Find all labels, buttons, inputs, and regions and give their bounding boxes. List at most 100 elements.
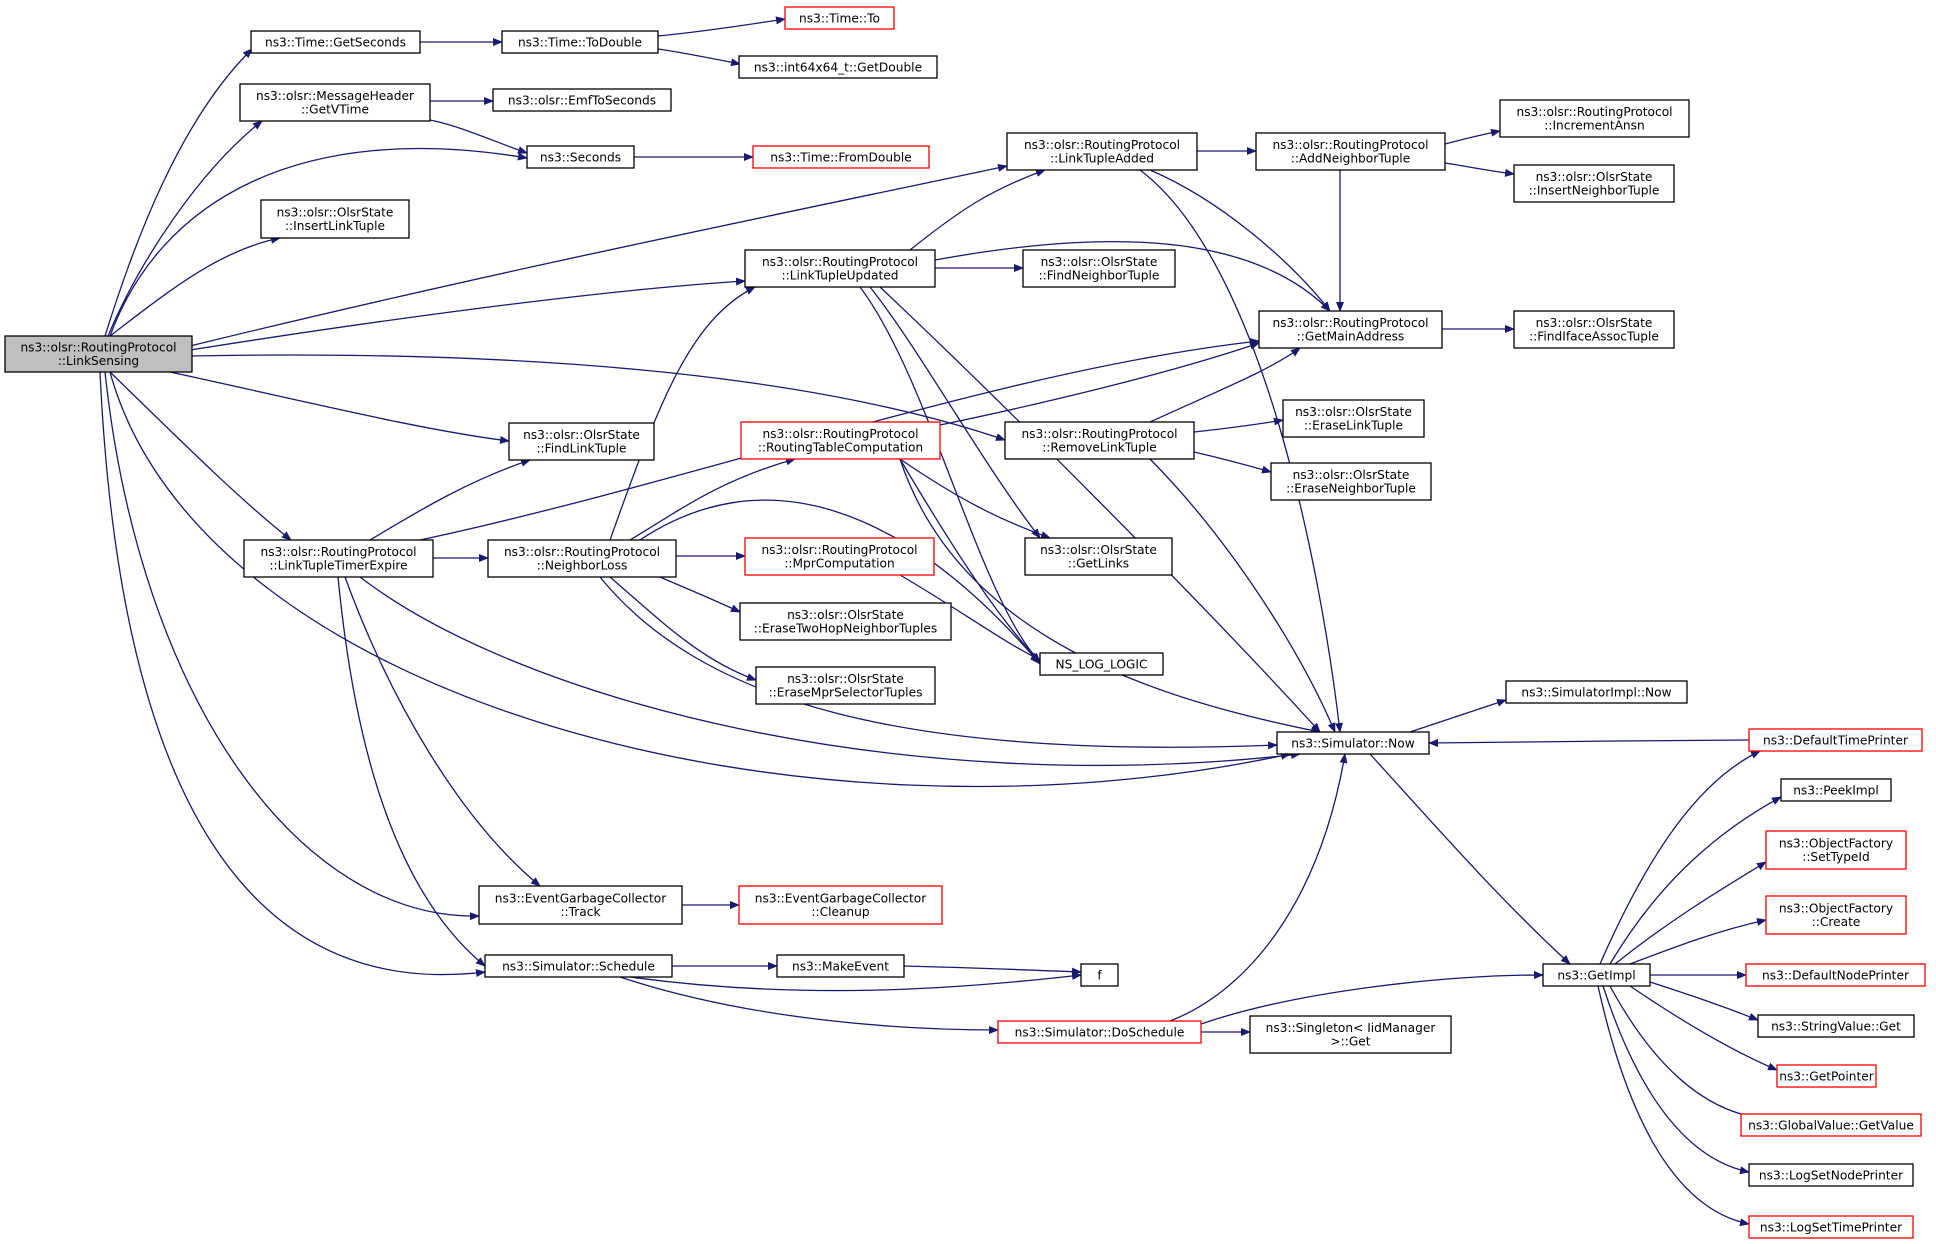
- node-incrementansn[interactable]: ns3::olsr::RoutingProtocol::IncrementAns…: [1499, 99, 1690, 138]
- node-label: ns3::ObjectFactory: [1779, 837, 1893, 851]
- node-label: ::EraseLinkTuple: [1304, 419, 1403, 433]
- edge-removelinktuple-to-simnow: [1149, 458, 1336, 733]
- node-mprcomputation[interactable]: ns3::olsr::RoutingProtocol::MprComputati…: [744, 537, 935, 576]
- node-todouble[interactable]: ns3::Time::ToDouble: [501, 30, 659, 54]
- edge-root-to-getseconds: [104, 48, 253, 337]
- node-label: ns3::DefaultTimePrinter: [1763, 733, 1909, 747]
- node-label: ns3::olsr::OlsrState: [1293, 468, 1410, 482]
- node-linktupleupdated[interactable]: ns3::olsr::RoutingProtocol::LinkTupleUpd…: [744, 249, 936, 288]
- node-routingtablecomputation[interactable]: ns3::olsr::RoutingProtocol::RoutingTable…: [740, 421, 941, 460]
- node-getseconds[interactable]: ns3::Time::GetSeconds: [250, 30, 421, 54]
- node-findneighbortuple[interactable]: ns3::olsr::OlsrState::FindNeighborTuple: [1022, 249, 1176, 288]
- edge-getimpl-to-ofcreate: [1629, 918, 1767, 965]
- node-getmainaddress[interactable]: ns3::olsr::RoutingProtocol::GetMainAddre…: [1258, 310, 1443, 349]
- node-label: ns3::olsr::OlsrState: [1041, 255, 1158, 269]
- node-label: ns3::PeekImpl: [1793, 783, 1879, 797]
- node-makeevent[interactable]: ns3::MakeEvent: [776, 954, 905, 978]
- node-label: ns3::GetImpl: [1557, 968, 1635, 982]
- node-schedule[interactable]: ns3::Simulator::Schedule: [484, 954, 673, 978]
- node-box: [1505, 680, 1688, 704]
- edge-routingtablecomputation-to-simnow: [899, 458, 1321, 735]
- node-label: >::Get: [1330, 1035, 1370, 1049]
- node-simnow[interactable]: ns3::Simulator::Now: [1276, 731, 1430, 755]
- node-emftoseconds[interactable]: ns3::olsr::EmfToSeconds: [492, 88, 672, 112]
- node-getdouble[interactable]: ns3::int64x64_t::GetDouble: [738, 55, 938, 79]
- edge-root-to-linktupleupdated: [189, 277, 746, 351]
- node-logsettimeprinter[interactable]: ns3::LogSetTimePrinter: [1748, 1215, 1914, 1239]
- edge-linktupleadded-to-getmainaddress: [1149, 169, 1331, 312]
- edge-routingtablecomputation-to-getmainaddress: [939, 342, 1260, 426]
- node-box: [4, 335, 193, 373]
- node-ofcreate[interactable]: ns3::ObjectFactory::Create: [1765, 895, 1907, 935]
- node-box: [1249, 1015, 1452, 1054]
- node-neighborloss[interactable]: ns3::olsr::RoutingProtocol::NeighborLoss: [487, 539, 677, 578]
- edge-root-to-findlinktuple: [169, 371, 510, 444]
- edge-root-to-linktupletimerexpire: [109, 371, 292, 541]
- node-box: [740, 421, 941, 460]
- node-timeto[interactable]: ns3::Time::To: [784, 6, 895, 30]
- node-eraseneighbortuple[interactable]: ns3::olsr::OlsrState::EraseNeighborTuple: [1270, 462, 1432, 501]
- node-label: ns3::olsr::RoutingProtocol: [1272, 138, 1428, 152]
- node-seconds[interactable]: ns3::Seconds: [526, 145, 635, 169]
- node-label: ::LinkTupleTimerExpire: [269, 559, 407, 573]
- node-label: ns3::GetPointer: [1779, 1069, 1875, 1083]
- node-label: ns3::MakeEvent: [792, 959, 889, 973]
- node-box: [744, 537, 935, 576]
- node-getimpl[interactable]: ns3::GetImpl: [1542, 963, 1651, 987]
- node-insertneighbortuple[interactable]: ns3::olsr::OlsrState::InsertNeighborTupl…: [1513, 164, 1675, 203]
- node-label: ns3::olsr::OlsrState: [787, 672, 904, 686]
- node-erasetwohop[interactable]: ns3::olsr::OlsrState::EraseTwoHopNeighbo…: [739, 602, 952, 641]
- node-defaultnodeprinter[interactable]: ns3::DefaultNodePrinter: [1745, 963, 1926, 987]
- edge-simnow-to-getimpl: [1369, 753, 1571, 965]
- node-erasemprselector[interactable]: ns3::olsr::OlsrState::EraseMprSelectorTu…: [755, 666, 936, 705]
- node-linktupleadded[interactable]: ns3::olsr::RoutingProtocol::LinkTupleAdd…: [1006, 132, 1198, 171]
- node-findlinktuple[interactable]: ns3::olsr::OlsrState::FindLinkTuple: [508, 422, 655, 461]
- node-singletonget[interactable]: ns3::Singleton< IidManager >::Get: [1249, 1015, 1452, 1054]
- node-doschedule[interactable]: ns3::Simulator::DoSchedule: [997, 1020, 1202, 1044]
- node-label: ::GetVTime: [301, 103, 369, 117]
- edge-neighborloss-to-nslog: [639, 499, 1041, 665]
- node-box: [755, 666, 936, 705]
- node-getpointer[interactable]: ns3::GetPointer: [1776, 1064, 1877, 1088]
- node-box: [1765, 830, 1907, 870]
- node-box: [239, 83, 431, 122]
- node-addneighbortuple[interactable]: ns3::olsr::RoutingProtocol::AddNeighborT…: [1255, 132, 1446, 171]
- node-box: [1757, 1014, 1915, 1038]
- node-f[interactable]: f: [1080, 963, 1119, 987]
- node-removelinktuple[interactable]: ns3::olsr::RoutingProtocol::RemoveLinkTu…: [1004, 421, 1195, 460]
- node-label: ::InsertLinkTuple: [285, 219, 385, 233]
- edge-getimpl-to-peekimpl: [1609, 796, 1782, 965]
- edges-layer: [99, 16, 1782, 1227]
- node-simimplnow[interactable]: ns3::SimulatorImpl::Now: [1505, 680, 1688, 704]
- node-label: ns3::olsr::RoutingProtocol: [1024, 138, 1180, 152]
- edge-root-to-simnow: [109, 371, 1291, 788]
- node-label: ::FindIfaceAssocTuple: [1529, 330, 1659, 344]
- node-box: [1745, 963, 1926, 987]
- node-box: [250, 30, 421, 54]
- nodes-layer: ns3::olsr::RoutingProtocol::LinkSensingn…: [4, 6, 1926, 1239]
- node-peekimpl[interactable]: ns3::PeekImpl: [1780, 778, 1892, 802]
- node-track[interactable]: ns3::EventGarbageCollector::Track: [478, 885, 683, 925]
- node-eraselinktuple[interactable]: ns3::olsr::OlsrState::EraseLinkTuple: [1282, 399, 1425, 438]
- node-box: [243, 539, 434, 578]
- node-nslog[interactable]: NS_LOG_LOGIC: [1039, 652, 1164, 676]
- node-getvtime[interactable]: ns3::olsr::MessageHeader::GetVTime: [239, 83, 431, 122]
- node-stringvalueget[interactable]: ns3::StringValue::Get: [1757, 1014, 1915, 1038]
- node-box: [492, 88, 672, 112]
- node-fromdouble[interactable]: ns3::Time::FromDouble: [752, 145, 930, 169]
- node-root[interactable]: ns3::olsr::RoutingProtocol::LinkSensing: [4, 335, 193, 373]
- node-globalvalueget[interactable]: ns3::GlobalValue::GetValue: [1740, 1113, 1922, 1137]
- node-insertlinktuple[interactable]: ns3::olsr::OlsrState::InsertLinkTuple: [260, 199, 410, 239]
- node-defaulttimeprinter[interactable]: ns3::DefaultTimePrinter: [1748, 728, 1923, 752]
- edge-linktupleupdated-to-getlinks: [869, 286, 1041, 539]
- node-logsetnodeprinter[interactable]: ns3::LogSetNodePrinter: [1748, 1163, 1914, 1187]
- node-label: ns3::olsr::RoutingProtocol: [1021, 427, 1177, 441]
- node-linktupletimerexpire[interactable]: ns3::olsr::RoutingProtocol::LinkTupleTim…: [243, 539, 434, 578]
- node-getlinks[interactable]: ns3::olsr::OlsrState::GetLinks: [1024, 537, 1173, 576]
- node-findifaceassoctuple[interactable]: ns3::olsr::OlsrState::FindIfaceAssocTupl…: [1513, 310, 1675, 349]
- edge-neighborloss-to-erasetwohop: [659, 576, 741, 613]
- node-cleanup[interactable]: ns3::EventGarbageCollector::Cleanup: [738, 885, 943, 925]
- node-settypeid[interactable]: ns3::ObjectFactory::SetTypeId: [1765, 830, 1907, 870]
- edge-removelinktuple-to-eraselinktuple: [1193, 417, 1284, 433]
